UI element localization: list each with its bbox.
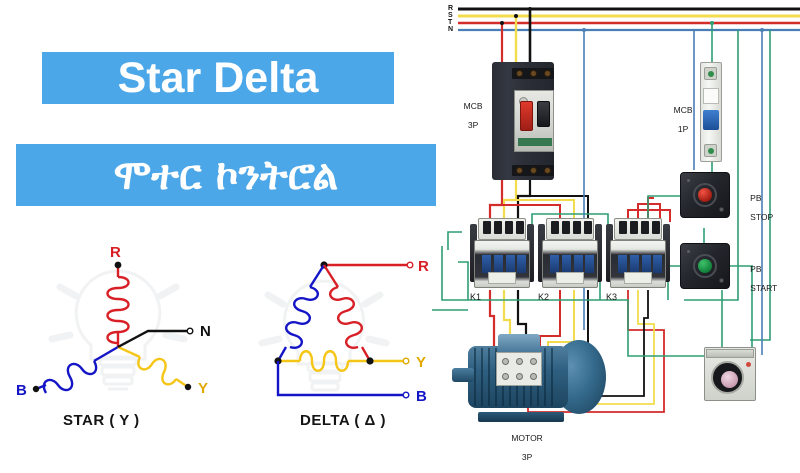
pb-start-label: PB START: [736, 255, 786, 304]
motor-mounting-foot: [478, 412, 564, 422]
bulb-watermark-star: [48, 269, 188, 391]
bus-label-t: T: [448, 19, 453, 26]
timer-terminal-strip: [706, 349, 754, 358]
timer-relay[interactable]: [704, 347, 756, 401]
contactor-k3[interactable]: [606, 218, 670, 288]
pb-start-label-line1: PB: [750, 263, 762, 274]
mcb-3p-bottom-terminals: [512, 165, 554, 176]
pb-start-screw-tl: [686, 249, 691, 254]
wire-junction-dots: [500, 7, 764, 32]
delta-node-label-y: Y: [416, 354, 426, 371]
pb-stop-label: PB STOP: [736, 184, 780, 233]
pb-stop-label-line2: STOP: [750, 212, 774, 223]
three-phase-motor: [452, 330, 612, 422]
delta-node-label-r: R: [418, 258, 429, 275]
bulb-watermark-delta: [258, 279, 390, 392]
delta-winding-y: [274, 350, 410, 372]
star-neutral-lead: [117, 327, 194, 349]
mcb-1p-top-lug: [704, 67, 717, 80]
contactor-k1-label: K1: [470, 292, 482, 302]
delta-node-label-b: B: [416, 388, 427, 405]
motor-terminal-plate: [496, 352, 542, 386]
mcb-3p-faceplate: [514, 90, 554, 152]
star-node-label-n: N: [200, 323, 211, 340]
mcb-1p-breaker[interactable]: [700, 62, 722, 162]
wiring-schematic-panel: R S T N MCB 3P: [432, 0, 800, 462]
contactor-k3-coil-label: [624, 272, 652, 284]
screenshot-root: Star Delta ሞተር ኮንትሮል: [16, 0, 800, 462]
star-connection-diagram: R N Y B: [16, 244, 211, 399]
contactor-k1-left-arm: [470, 224, 477, 282]
mcb-1p-toggle-switch[interactable]: [703, 110, 719, 130]
contactor-k3-right-arm: [663, 224, 670, 282]
motor-label: MOTOR 3P: [490, 424, 550, 473]
push-button-stop[interactable]: [680, 172, 730, 218]
mcb-3p-top-terminals: [512, 68, 554, 79]
contactor-k2[interactable]: [538, 218, 602, 288]
delta-lead-r: [320, 261, 414, 269]
mcb-3p-rating-strip: [518, 138, 552, 146]
mcb-1p-rating-label: [703, 88, 719, 104]
contactor-k1-coil-label: [488, 272, 516, 284]
mcb-3p-start-button[interactable]: [537, 101, 550, 127]
mcb-1p-label-line2: 1P: [677, 124, 689, 135]
contactor-k3-left-arm: [606, 224, 613, 282]
mcb-3p-label: MCB 3P: [444, 92, 488, 141]
bus-label-r: R: [448, 5, 454, 12]
timer-setting-dial[interactable]: [711, 361, 744, 394]
star-winding-r: [106, 261, 130, 347]
title-and-winding-panel: Star Delta ሞተር ኮንትሮል: [16, 52, 436, 429]
pb-start-screw-br: [719, 278, 724, 283]
contactor-k1-right-arm: [527, 224, 534, 282]
mcb-3p-label-line2: 3P: [467, 120, 479, 131]
star-node-label-y: Y: [198, 380, 208, 397]
delta-lead-b: [276, 361, 410, 399]
pb-stop-cap[interactable]: [698, 188, 712, 202]
title-banner-amharic: ሞተር ኮንትሮል: [16, 144, 436, 206]
star-diagram-caption: STAR ( Y ): [63, 412, 140, 429]
pb-start-cap[interactable]: [698, 259, 712, 273]
star-node-label-b: B: [16, 382, 27, 399]
motor-shaft: [452, 368, 474, 382]
pb-stop-label-line1: PB: [750, 192, 762, 203]
contactor-k1[interactable]: [470, 218, 534, 288]
star-winding-b: [32, 345, 119, 394]
contactor-k3-aux-block: [614, 218, 662, 240]
delta-diagram-caption: DELTA ( Δ ): [300, 412, 386, 429]
supply-busbars: [458, 7, 800, 32]
delta-connection-diagram: R Y B: [258, 258, 429, 405]
contactor-k1-aux-block: [478, 218, 526, 240]
bus-label-s: S: [448, 12, 453, 19]
star-node-label-r: R: [110, 244, 121, 261]
pb-start-bezel: [693, 254, 717, 278]
contactor-k2-left-arm: [538, 224, 545, 282]
contactor-k2-coil-label: [556, 272, 584, 284]
timer-dial-knob[interactable]: [721, 371, 738, 388]
pb-stop-bezel: [693, 183, 717, 207]
mcb-1p-label-line1: MCB: [673, 104, 693, 115]
mcb-3p-label-line1: MCB: [463, 100, 483, 111]
push-button-start[interactable]: [680, 243, 730, 289]
motor-label-line1: MOTOR: [511, 432, 543, 443]
mcb-1p-label: MCB 1P: [656, 96, 696, 145]
motor-label-line2: 3P: [521, 452, 533, 463]
motor-terminal-box: [498, 334, 540, 356]
pb-stop-screw-tl: [686, 178, 691, 183]
contactor-k3-label: K3: [606, 292, 618, 302]
contactor-k2-label: K2: [538, 292, 550, 302]
mcb3p-supply-drops: [500, 9, 532, 70]
mcb-1p-bottom-lug: [704, 144, 717, 157]
pb-stop-screw-br: [719, 207, 724, 212]
contactor-k2-right-arm: [595, 224, 602, 282]
mcb-3p-stop-button[interactable]: [520, 101, 533, 131]
mcb-3p-breaker[interactable]: [492, 62, 554, 180]
timer-status-led: [746, 362, 751, 367]
pb-start-label-line2: START: [750, 283, 778, 294]
star-winding-y: [117, 345, 192, 391]
contactor-k2-aux-block: [546, 218, 594, 240]
bus-label-n: N: [448, 26, 454, 33]
title-banner-english: Star Delta: [42, 52, 394, 104]
